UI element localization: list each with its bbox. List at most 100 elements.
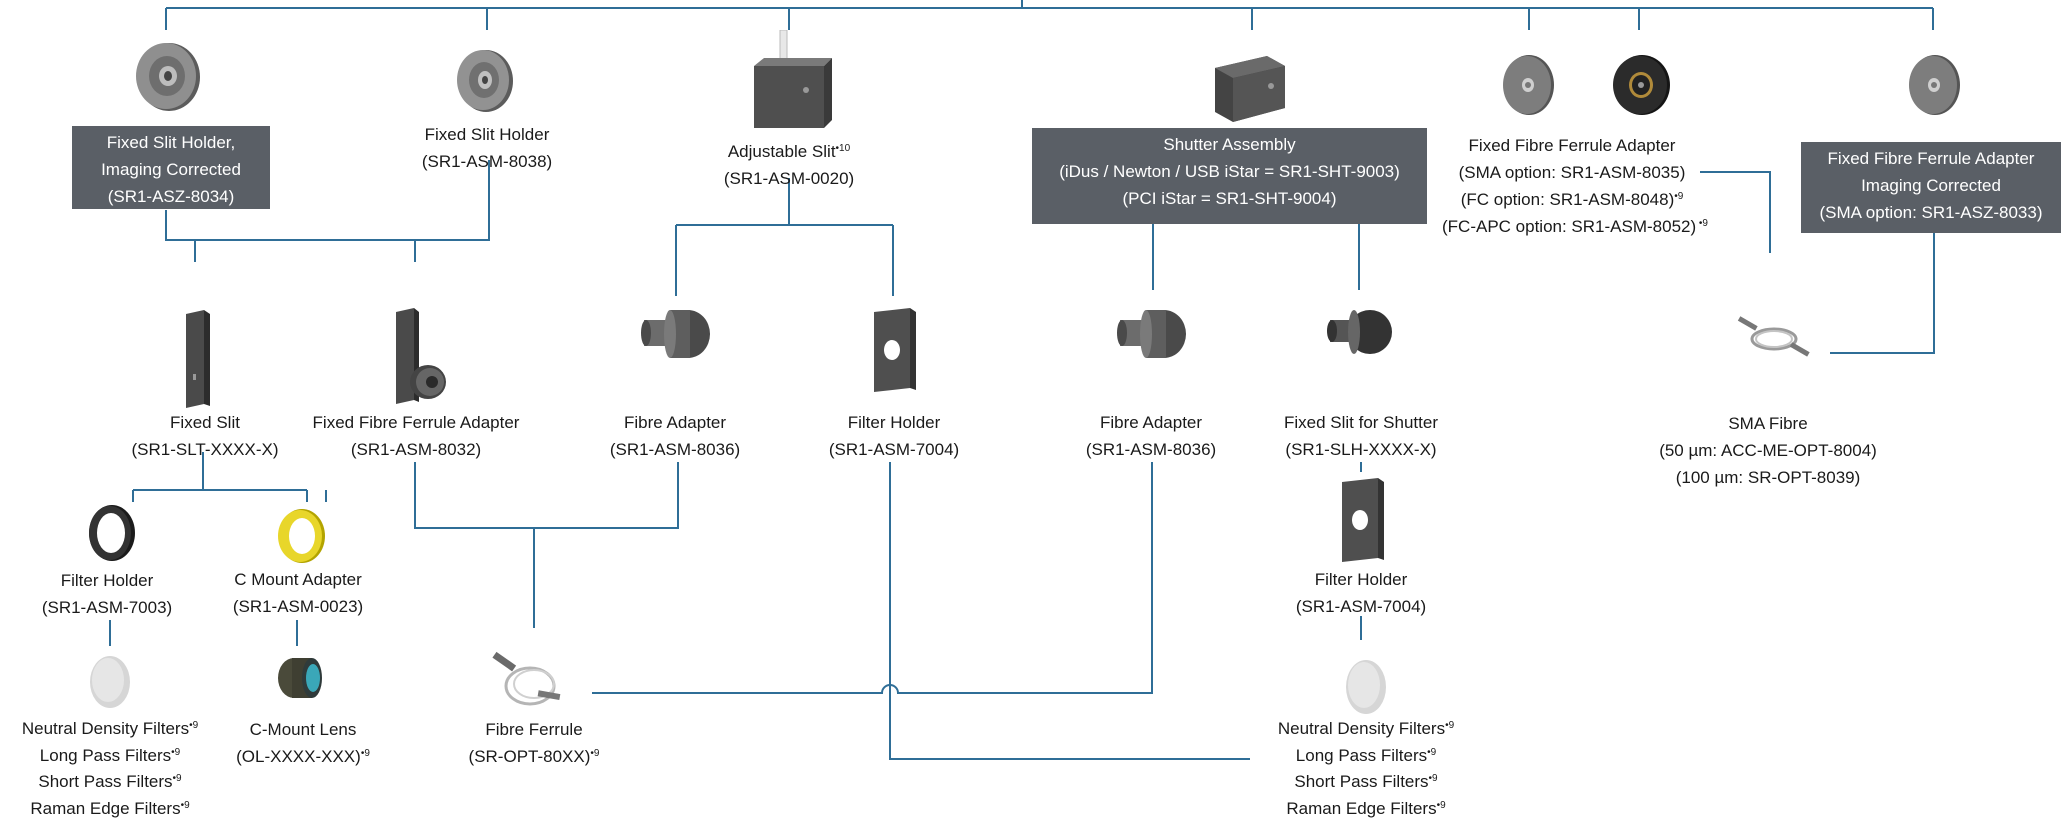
- filters-right-label: Neutral Density Filters•9 Long Pass Filt…: [1256, 716, 1476, 822]
- footnote-marker: •9: [181, 800, 190, 811]
- item-line: Fixed Fibre Ferrule Adapter: [1801, 145, 2061, 172]
- item-line-text: Adjustable Slit: [728, 142, 836, 161]
- round-adapter-icon: [1906, 52, 1962, 118]
- filter-holder-7004-label: Filter Holder (SR1-ASM-7004): [794, 409, 994, 463]
- item-line: Fixed Fibre Ferrule Adapter: [286, 409, 546, 436]
- fixed-slit-holder-label: Fixed Slit Holder (SR1-ASM-8038): [387, 121, 587, 175]
- adjustable-slit-label: Adjustable Slit•10 (SR1-ASM-0020): [689, 138, 889, 192]
- item-line: Shutter Assembly: [1032, 131, 1427, 158]
- fibre-coil-icon: [1734, 315, 1814, 361]
- round-adapter-icon: [1500, 52, 1556, 118]
- footnote-marker: •10: [836, 143, 851, 154]
- fibre-adapter-icon: [1116, 306, 1190, 362]
- item-line: (100 µm: SR-OPT-8039): [1638, 464, 1898, 491]
- fibre-adapter-icon: [1326, 308, 1396, 358]
- ferrule-adapter-plate-icon: [392, 308, 448, 404]
- fixed-slit-holder-imaging-corrected-box: Fixed Slit Holder, Imaging Corrected (SR…: [72, 126, 270, 209]
- footnote-marker: •9: [1445, 720, 1454, 731]
- item-line: Fixed Slit Holder: [387, 121, 587, 148]
- footnote-marker: •9: [361, 748, 370, 759]
- item-line: (SMA option: SR1-ASM-8035): [1442, 159, 1702, 186]
- fibre-coil-icon: [486, 650, 566, 714]
- item-line: (50 µm: ACC-ME-OPT-8004): [1638, 437, 1898, 464]
- item-line: Fixed Slit Holder,: [72, 129, 270, 156]
- item-line: Filter Holder: [7, 567, 207, 594]
- c-mount-lens-icon: [274, 654, 326, 702]
- c-mount-lens-label: C-Mount Lens (OL-XXXX-XXX)•9: [203, 716, 403, 770]
- item-line-text: Long Pass Filters: [1296, 746, 1427, 765]
- fibre-ferrule-label: Fibre Ferrule (SR-OPT-80XX)•9: [434, 716, 634, 770]
- item-line: (FC-APC option: SR1-ASM-8052) •9: [1442, 213, 1702, 240]
- item-line: Raman Edge Filters•9: [0, 796, 220, 822]
- item-line-text: (FC-APC option: SR1-ASM-8052): [1442, 217, 1696, 236]
- item-line: (SR1-ASM-7004): [794, 436, 994, 463]
- item-line: (SR1-SLH-XXXX-X): [1251, 436, 1471, 463]
- item-line: C Mount Adapter: [198, 566, 398, 593]
- footnote-marker: •9: [189, 720, 198, 731]
- footnote-marker: •9: [1437, 800, 1446, 811]
- fixed-slit-label: Fixed Slit (SR1-SLT-XXXX-X): [105, 409, 305, 463]
- item-line: (FC option: SR1-ASM-8048)•9: [1442, 186, 1702, 213]
- fixed-fibre-ferrule-adapter-mid-label: Fixed Fibre Ferrule Adapter (SR1-ASM-803…: [286, 409, 546, 463]
- item-line: (SR1-ASM-8036): [575, 436, 775, 463]
- footnote-marker: •9: [1696, 218, 1708, 229]
- filter-holder-7004-label: Filter Holder (SR1-ASM-7004): [1261, 566, 1461, 620]
- item-line-text: Raman Edge Filters: [1286, 799, 1436, 818]
- fibre-adapter-icon: [640, 306, 714, 362]
- item-line: Imaging Corrected: [72, 156, 270, 183]
- footnote-marker: •9: [1674, 191, 1683, 202]
- item-line-text: (SR-OPT-80XX): [469, 747, 591, 766]
- item-line: C-Mount Lens: [203, 716, 403, 743]
- item-line: (SR1-ASM-7003): [7, 594, 207, 621]
- item-line: Fibre Adapter: [1051, 409, 1251, 436]
- item-line: (SR1-ASM-7004): [1261, 593, 1461, 620]
- filter-holder-7003-label: Filter Holder (SR1-ASM-7003): [7, 567, 207, 621]
- item-line: Adjustable Slit•10: [689, 138, 889, 165]
- item-line: (SR1-ASZ-8034): [72, 183, 270, 210]
- item-line: Filter Holder: [794, 409, 994, 436]
- fibre-adapter-label: Fibre Adapter (SR1-ASM-8036): [1051, 409, 1251, 463]
- adjustable-slit-icon: [750, 30, 832, 134]
- filter-disc-icon: [1344, 658, 1388, 716]
- item-line: (iDus / Newton / USB iStar = SR1-SHT-900…: [1032, 158, 1427, 185]
- item-line: Neutral Density Filters•9: [1256, 716, 1476, 743]
- filter-holder-plate-icon: [1338, 478, 1388, 564]
- item-line: Fixed Fibre Ferrule Adapter: [1442, 132, 1702, 159]
- item-line: Short Pass Filters•9: [0, 769, 220, 796]
- item-line: Fixed Slit for Shutter: [1251, 409, 1471, 436]
- item-line: Fibre Ferrule: [434, 716, 634, 743]
- item-line: (SR-OPT-80XX)•9: [434, 743, 634, 770]
- item-line-text: Long Pass Filters: [40, 746, 171, 765]
- item-line: (SR1-ASM-8038): [387, 148, 587, 175]
- filter-disc-icon: [88, 654, 132, 710]
- item-line: Neutral Density Filters•9: [0, 716, 220, 743]
- item-line: (PCI iStar = SR1-SHT-9004): [1032, 185, 1427, 212]
- round-slit-holder-icon: [453, 45, 515, 115]
- filter-holder-plate-icon: [870, 308, 920, 394]
- fixed-slit-for-shutter-label: Fixed Slit for Shutter (SR1-SLH-XXXX-X): [1251, 409, 1471, 463]
- item-line: Long Pass Filters•9: [0, 743, 220, 770]
- item-line: (SR1-ASM-0023): [198, 593, 398, 620]
- item-line-text: Short Pass Filters: [38, 772, 172, 791]
- sma-fibre-label: SMA Fibre (50 µm: ACC-ME-OPT-8004) (100 …: [1638, 410, 1898, 491]
- item-line: (SMA option: SR1-ASZ-8033): [1801, 199, 2061, 226]
- shutter-assembly-box: Shutter Assembly (iDus / Newton / USB iS…: [1032, 128, 1427, 224]
- item-line: Fixed Slit: [105, 409, 305, 436]
- footnote-marker: •9: [590, 748, 599, 759]
- slit-plate-icon: [182, 310, 212, 410]
- round-slit-holder-icon: [131, 38, 203, 114]
- footnote-marker: •9: [173, 773, 182, 784]
- item-line: Filter Holder: [1261, 566, 1461, 593]
- item-line: Raman Edge Filters•9: [1256, 796, 1476, 822]
- item-line-text: Raman Edge Filters: [30, 799, 180, 818]
- item-line: Short Pass Filters•9: [1256, 769, 1476, 796]
- item-line: Imaging Corrected: [1801, 172, 2061, 199]
- fibre-adapter-label: Fibre Adapter (SR1-ASM-8036): [575, 409, 775, 463]
- item-line-text: (FC option: SR1-ASM-8048): [1461, 190, 1675, 209]
- footnote-marker: •9: [171, 747, 180, 758]
- black-adapter-icon: [1610, 52, 1672, 118]
- fixed-fibre-ferrule-adapter-imaging-corrected-box: Fixed Fibre Ferrule Adapter Imaging Corr…: [1801, 142, 2061, 233]
- item-line: (SR1-ASM-8032): [286, 436, 546, 463]
- item-line: (SR1-ASM-8036): [1051, 436, 1251, 463]
- item-line-text: Neutral Density Filters: [1278, 719, 1445, 738]
